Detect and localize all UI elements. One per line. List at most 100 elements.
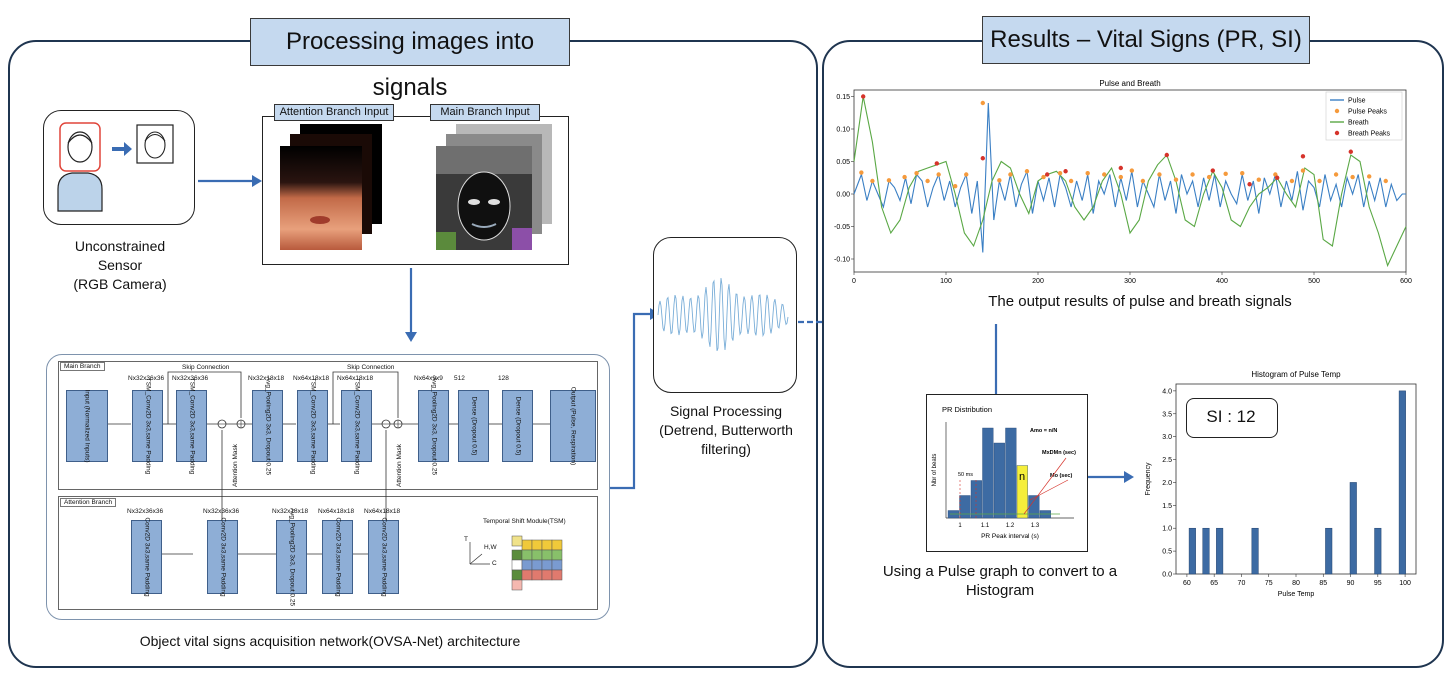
hist-bar [1216,527,1224,575]
pr-bar [1028,495,1040,519]
pulse-xtick-label: 600 [1400,278,1412,285]
attention-layer-dim-5: Nx64x18x18 [364,508,401,515]
point-pulse-peaks [1190,172,1195,177]
point-pulse-peaks [925,178,930,184]
pr-bar [1005,427,1017,519]
point-pulse-peaks [1383,178,1388,184]
hist-ytick-label: 0.0 [1162,572,1172,579]
point-pulse-peaks [1085,171,1090,176]
pr-bar [959,495,971,519]
pulse-chart-title: Pulse and Breath [1099,79,1160,88]
main-layer-dim-4: Nx32x18x18 [248,375,285,382]
attention-layer-4: Conv2D 3x3,same Padding [322,517,353,597]
point-pulse-peaks [1350,174,1355,180]
point-pulse-peaks [1256,177,1261,182]
point-pulse-peaks [1206,174,1212,180]
main-layer-8: Dense (Dropout 0.5) [458,390,489,462]
attention-layer-2: Conv2D 3x3,same Padding [207,517,238,597]
main-layer-dim-8: 512 [454,375,465,382]
hist-bar [1325,527,1333,575]
pr-bar [982,427,994,519]
hist-ytick-label: 2.0 [1162,480,1172,487]
point-pulse-peaks [1223,171,1228,177]
tsm-axis-hw: H,W [484,544,497,551]
hist-bar [1349,482,1357,575]
point-pulse-peaks [1240,171,1245,176]
pulse-ytick-label: -0.05 [834,224,850,231]
point-pulse-peaks [997,178,1002,183]
legend-swatch [1334,130,1340,136]
point-breath-peaks [1300,154,1306,159]
sensor-box [43,110,195,225]
main-layer-7: Avg_Pooling2D 3x3, Dropout 0.25 [418,377,449,475]
arrow-pr-to-histogram [1088,471,1134,483]
point-breath-peaks [1045,172,1050,177]
tsm-title: Temporal Shift Module(TSM) [483,518,566,525]
pulse-ytick-label: 0.05 [836,159,850,166]
network-connections [106,371,550,555]
pulse-ytick-label: -0.10 [834,257,850,264]
attention-layer-dim-3: Nx32x18x18 [272,508,309,515]
pr-tick-label: 1.2 [1006,523,1015,529]
hist-bar [1251,527,1259,575]
sensor-caption: Unconstrained Sensor (RGB Camera) [73,238,167,292]
main-layer-3: TSM_Conv2D 3x3,same Padding [176,378,207,474]
pulse-chart-caption: The output results of pulse and breath s… [988,293,1292,310]
point-breath-peaks [861,94,866,99]
hist-xtick-label: 70 [1238,580,1246,587]
pulse-xtick-label: 200 [1032,278,1044,285]
point-pulse-peaks [914,171,919,176]
pr-bar [993,442,1005,519]
pr-ann-line [1029,479,1069,501]
histogram-caption: Using a Pulse graph to convert to a Hist… [882,563,1118,599]
legend-label: Pulse Peaks [1348,109,1387,116]
point-pulse-peaks [1008,172,1013,177]
hist-xtick-label: 95 [1374,580,1382,587]
tsm-axis-c: C [492,560,497,567]
arrow-inputs-to-network [405,268,417,342]
point-pulse-peaks [980,100,985,106]
main-branch-title: Main Branch [60,362,105,371]
point-pulse-peaks [1157,172,1162,177]
hist-xtick-label: 90 [1347,580,1355,587]
attention-input-frames [280,124,382,250]
point-pulse-peaks [1173,177,1179,182]
pr-tick-label: 1.3 [1031,523,1040,529]
series-breath [853,96,1407,268]
attention-branch-title: Attention Branch [60,498,117,507]
attention-layer-dim-4: Nx64x18x18 [318,508,355,515]
pulse-xtick-label: 0 [852,278,856,285]
legend-label: Breath Peaks [1348,131,1391,138]
main-input-label: Main Branch Input [430,104,540,121]
pulse-ytick-label: 0.15 [836,94,850,101]
main-layer-5: TSM_Conv2D 3x3,same Padding [297,378,328,474]
point-breath-peaks [934,161,939,166]
pulse-xtick-label: 500 [1308,278,1320,285]
skip-connection-1: Skip Connection [182,364,230,371]
hist-xtick-label: 85 [1319,580,1327,587]
network-caption: Object vital signs acquisition network(O… [139,633,521,649]
point-pulse-peaks [1068,178,1074,184]
point-pulse-peaks [1102,172,1107,177]
hist-bar [1188,527,1196,575]
pr-ann-line [1023,457,1067,515]
connector-line [994,324,998,394]
hist-xlabel: Pulse Temp [1278,591,1315,598]
point-breath-peaks [1063,169,1068,174]
main-layer-10: Output (Pulse, Respiration) [550,387,596,465]
main-layer-9: Dense (Dropout 0.5) [502,390,533,462]
point-breath-peaks [980,156,985,161]
pr-bar [1016,465,1028,519]
hist-ytick-label: 3.5 [1162,411,1172,418]
hist-bar [1398,390,1406,575]
point-pulse-peaks [953,184,958,189]
attention-layer-1: Conv2D 3x3,same Padding [131,517,162,597]
pulse-xtick-label: 300 [1124,278,1136,285]
pr-ann-n: n [1019,471,1025,483]
tsm-axis-t: T [464,536,468,543]
signal-processing-box [653,237,797,393]
pr-ylabel: Nbr of beats [932,454,938,487]
main-layer-dim-3: Nx32x36x36 [172,375,209,382]
point-breath-peaks [1118,165,1123,171]
